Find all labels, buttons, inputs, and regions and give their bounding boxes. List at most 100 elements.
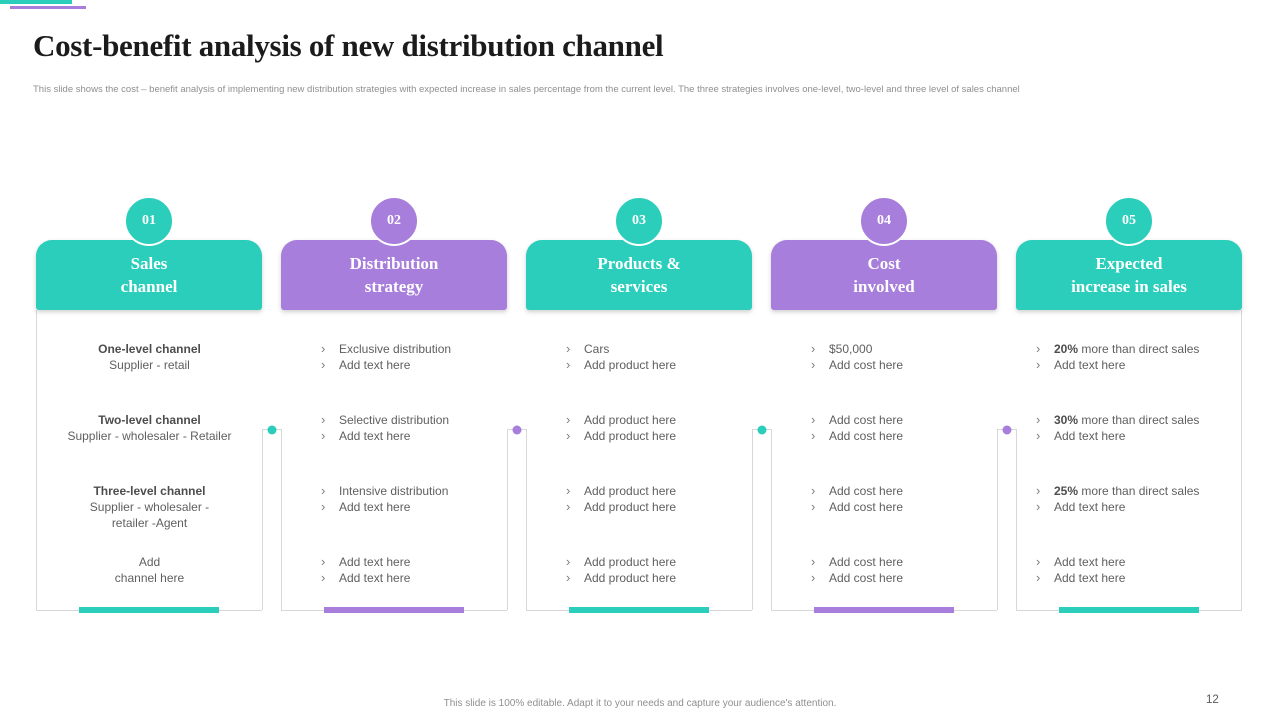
channel-detail: channel here	[114, 571, 185, 585]
chevron-right-icon: ›	[321, 428, 326, 443]
column-header-line: increase in sales	[1071, 277, 1187, 296]
list-item: ›20% more than direct sales	[1036, 341, 1200, 356]
column-header-line: Products &	[597, 254, 681, 273]
list-item: ›Add product here	[566, 483, 677, 498]
column-distribution-strategy: 02 Distribution strategy ›Exclusive dist…	[281, 196, 507, 616]
footer-note: This slide is 100% editable. Adapt it to…	[443, 698, 837, 709]
step-number-badge: 02	[369, 196, 419, 246]
column-sales-channel: 01 Sales channel One-level channel Suppl…	[36, 196, 262, 616]
chevron-right-icon: ›	[566, 499, 571, 514]
list-item: ›Add product here	[566, 357, 677, 372]
chevron-right-icon: ›	[811, 341, 816, 356]
step-number-badge: 03	[614, 196, 664, 246]
accent-bar	[79, 607, 219, 613]
bullet-row: ›Cars ›Add product here	[526, 341, 752, 373]
bullet-row: ›Add product here ›Add product here	[526, 483, 752, 515]
bullet-row: ›$50,000 ›Add cost here	[771, 341, 997, 373]
chevron-right-icon: ›	[566, 554, 571, 569]
accent-bar	[324, 607, 464, 613]
step-number-badge: 01	[124, 196, 174, 246]
step-number: 02	[387, 213, 401, 228]
page-number: 12	[1206, 694, 1219, 706]
column-body: ›Cars ›Add product here ›Add product her…	[526, 310, 752, 611]
column-header-line: Expected	[1095, 254, 1163, 273]
list-item: ›Add text here	[1036, 428, 1126, 443]
bullet-row: ›20% more than direct sales ›Add text he…	[1016, 341, 1241, 373]
list-item: ›Add text here	[1036, 570, 1126, 585]
channel-detail: Supplier - wholesaler - Retailer	[67, 429, 232, 443]
chevron-right-icon: ›	[1036, 499, 1041, 514]
column-header-sales-channel: Sales channel	[36, 240, 262, 310]
column-header-line: strategy	[364, 277, 424, 296]
chevron-right-icon: ›	[566, 570, 571, 585]
connector-bridge	[262, 425, 282, 610]
column-header-cost-involved: Cost involved	[771, 240, 997, 310]
connector-dot-icon	[1002, 425, 1012, 435]
column-cost-involved: 04 Cost involved ›$50,000 ›Add cost here…	[771, 196, 997, 616]
channel-title: One-level channel	[98, 342, 201, 356]
list-item: ›Add text here	[321, 554, 411, 569]
list-item: ›Add product here	[566, 412, 677, 427]
channel-detail: Supplier - retail	[109, 358, 190, 372]
list-item: ›Add cost here	[811, 483, 904, 498]
chevron-right-icon: ›	[811, 499, 816, 514]
list-item: ›Add text here	[321, 499, 411, 514]
list-item: ›$50,000	[811, 341, 873, 356]
chevron-right-icon: ›	[321, 341, 326, 356]
step-number: 03	[632, 213, 646, 228]
column-body: ›20% more than direct sales ›Add text he…	[1016, 310, 1242, 611]
column-header-line: involved	[853, 277, 915, 296]
chevron-right-icon: ›	[1036, 412, 1041, 427]
column-header-expected-increase: Expected increase in sales	[1016, 240, 1242, 310]
page-title: Cost-benefit analysis of new distributio…	[33, 28, 664, 63]
chevron-right-icon: ›	[566, 428, 571, 443]
list-item: ›Cars	[566, 341, 610, 356]
step-number: 04	[877, 213, 891, 228]
list-item: ›Exclusive distribution	[321, 341, 452, 356]
column-body: ›Exclusive distribution ›Add text here ›…	[281, 310, 507, 611]
channel-row: One-level channel Supplier - retail	[37, 341, 262, 373]
chevron-right-icon: ›	[1036, 570, 1041, 585]
bullet-row: ›Exclusive distribution ›Add text here	[281, 341, 507, 373]
list-item: ›Add product here	[566, 570, 677, 585]
chevron-right-icon: ›	[566, 483, 571, 498]
connector-bridge	[507, 425, 527, 610]
accent-bar	[569, 607, 709, 613]
chevron-right-icon: ›	[1036, 357, 1041, 372]
bullet-row: ›Add text here ›Add text here	[1016, 554, 1241, 586]
connector-dot-icon	[512, 425, 522, 435]
list-item: ›Add text here	[321, 428, 411, 443]
channel-detail: Supplier - wholesaler -	[89, 500, 210, 514]
list-item: ›Add cost here	[811, 412, 904, 427]
list-item: ›Add cost here	[811, 499, 904, 514]
list-item: ›Add cost here	[811, 357, 904, 372]
chevron-right-icon: ›	[321, 570, 326, 585]
chevron-right-icon: ›	[321, 412, 326, 427]
bullet-row: ›Add cost here ›Add cost here	[771, 554, 997, 586]
chevron-right-icon: ›	[1036, 428, 1041, 443]
channel-detail: retailer -Agent	[111, 516, 188, 530]
chevron-right-icon: ›	[321, 499, 326, 514]
step-number: 05	[1122, 213, 1136, 228]
list-item: ›30% more than direct sales	[1036, 412, 1200, 427]
step-number: 01	[142, 213, 156, 228]
accent-bar	[1059, 607, 1199, 613]
connector-bridge	[752, 425, 772, 610]
list-item: ›Add cost here	[811, 554, 904, 569]
column-expected-increase: 05 Expected increase in sales ›20% more …	[1016, 196, 1242, 616]
channel-row: Three-level channel Supplier - wholesale…	[37, 483, 262, 531]
column-header-line: services	[610, 277, 668, 296]
column-products-services: 03 Products & services ›Cars ›Add produc…	[526, 196, 752, 616]
chevron-right-icon: ›	[811, 554, 816, 569]
channel-detail: Add	[138, 555, 161, 569]
column-body: ›$50,000 ›Add cost here ›Add cost here ›…	[771, 310, 997, 611]
bullet-row: ›Add cost here ›Add cost here	[771, 483, 997, 515]
list-item: ›Add text here	[321, 570, 411, 585]
chevron-right-icon: ›	[566, 412, 571, 427]
channel-title: Two-level channel	[98, 413, 201, 427]
accent-bar	[814, 607, 954, 613]
chevron-right-icon: ›	[1036, 483, 1041, 498]
bullet-row: ›25% more than direct sales ›Add text he…	[1016, 483, 1241, 515]
chevron-right-icon: ›	[321, 483, 326, 498]
connector-dot-icon	[267, 425, 277, 435]
